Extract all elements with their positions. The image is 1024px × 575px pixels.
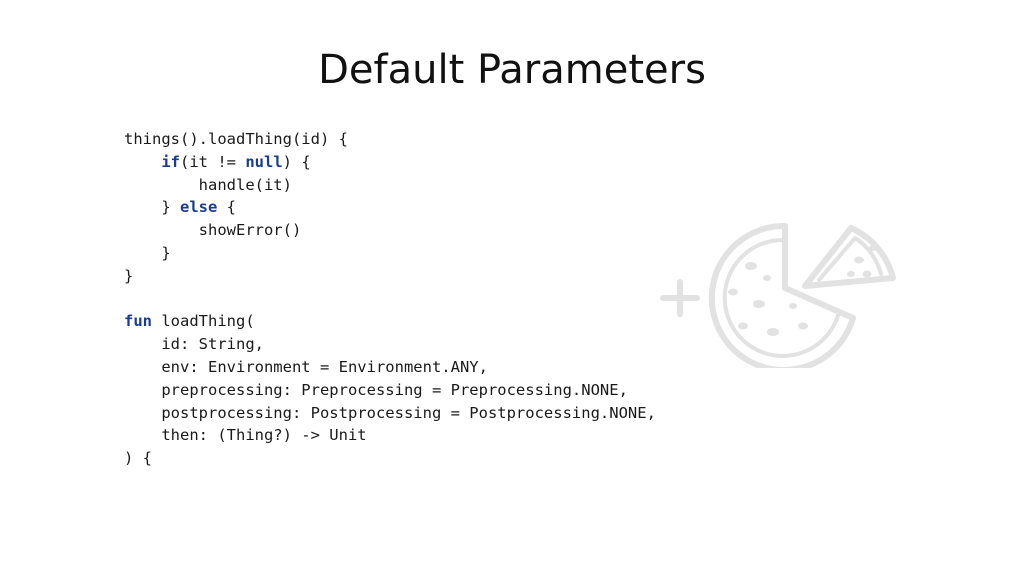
code-token: ) { xyxy=(282,152,311,171)
code-token xyxy=(124,153,161,171)
code-token: postprocessing: Postprocessing = Postpro… xyxy=(124,403,656,422)
code-line xyxy=(124,288,656,311)
code-token: env: Environment = Environment.ANY, xyxy=(124,357,488,376)
code-token: ) { xyxy=(124,449,152,468)
code-line: then: (Thing?) -> Unit xyxy=(124,424,656,447)
code-token: preprocessing: Preprocessing = Preproces… xyxy=(124,380,628,399)
code-token: loadThing( xyxy=(152,312,255,331)
code-line: preprocessing: Preprocessing = Preproces… xyxy=(124,379,656,402)
code-token: handle(it) xyxy=(124,175,292,194)
pizza-icon xyxy=(660,222,896,368)
code-line: } xyxy=(124,242,656,265)
code-token: else xyxy=(180,198,218,217)
code-token: } xyxy=(124,198,180,217)
code-token: id: String, xyxy=(124,335,264,354)
code-line: postprocessing: Postprocessing = Postpro… xyxy=(124,402,656,425)
code-token: { xyxy=(217,198,236,217)
code-token: then: (Thing?) -> Unit xyxy=(124,426,367,445)
code-line: things().loadThing(id) { xyxy=(124,128,656,151)
code-token: showError() xyxy=(124,221,302,240)
code-token: null xyxy=(245,152,283,171)
code-token: things().loadThing(id) { xyxy=(124,130,348,148)
code-line: id: String, xyxy=(124,333,656,356)
code-line: } xyxy=(124,265,656,288)
code-line: } else { xyxy=(124,196,656,219)
code-line: showError() xyxy=(124,219,656,242)
slide-title: Default Parameters xyxy=(318,47,706,93)
code-line: ) { xyxy=(124,447,656,470)
code-token: } xyxy=(124,266,134,285)
code-token: (it != xyxy=(180,152,246,171)
code-token: fun xyxy=(124,312,152,331)
code-line: handle(it) xyxy=(124,174,656,197)
code-block: things().loadThing(id) { if(it != null) … xyxy=(124,128,656,470)
code-line: if(it != null) { xyxy=(124,151,656,174)
code-token: } xyxy=(124,243,171,262)
code-line: fun loadThing( xyxy=(124,310,656,333)
code-line: env: Environment = Environment.ANY, xyxy=(124,356,656,379)
code-token: if xyxy=(161,152,180,171)
